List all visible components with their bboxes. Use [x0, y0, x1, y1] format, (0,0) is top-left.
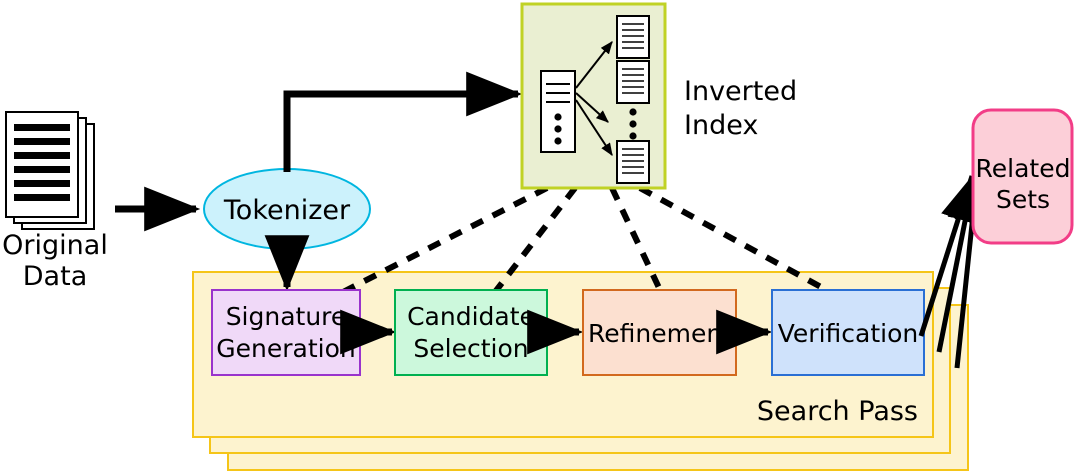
refinement-label: Refinement [588, 319, 732, 348]
tokenizer-node[interactable]: Tokenizer [203, 168, 371, 250]
index-to-stages-dashed-edges [341, 185, 832, 295]
related-sets-node[interactable]: Related Sets [971, 108, 1074, 245]
inverted-index-group[interactable]: Inverted Index [520, 2, 797, 190]
signature-generation-node[interactable]: Signature Generation [211, 289, 361, 376]
verification-label: Verification [778, 319, 918, 348]
search-pass-label: Search Pass [757, 396, 918, 427]
original-data-label-line2: Data [23, 261, 87, 292]
index-document-icon-bottom [616, 140, 650, 184]
signature-generation-box[interactable] [211, 289, 361, 376]
dashed-edge-verification [638, 185, 832, 295]
signature-generation-label-line1: Signature [226, 302, 347, 331]
candidate-selection-box[interactable] [394, 289, 548, 376]
index-document-icon-top [616, 15, 650, 59]
verification-box[interactable] [771, 289, 925, 376]
signature-generation-label-line2: Generation [216, 334, 355, 363]
tokenizer-label: Tokenizer [223, 195, 351, 226]
index-arrow-to-bottom [575, 99, 613, 157]
index-internal-arrows [575, 41, 613, 157]
related-sets-label-line2: Sets [996, 185, 1050, 214]
index-document-ellipsis [629, 108, 637, 140]
index-arrow-to-top [575, 41, 613, 89]
index-arrow-to-middle [575, 92, 609, 123]
document-text-lines [14, 124, 70, 201]
original-data-label-line1: Original [2, 230, 108, 261]
dashed-edge-refinement [609, 186, 664, 294]
verification-node[interactable]: Verification [771, 289, 925, 376]
edge-tokenizer-to-index [283, 71, 523, 172]
candidate-selection-label-line2: Selection [413, 334, 528, 363]
index-document-icon-middle [616, 60, 650, 104]
index-list-icon [540, 70, 576, 153]
candidate-selection-label-line1: Candidate [407, 302, 535, 331]
inverted-index-label-line2: Index [684, 110, 758, 141]
related-sets-box[interactable] [971, 108, 1074, 245]
refinement-box[interactable] [582, 289, 737, 376]
original-data-group: Original Data [2, 111, 108, 292]
related-sets-label-line1: Related [976, 154, 1071, 183]
candidate-selection-node[interactable]: Candidate Selection [394, 289, 548, 376]
refinement-node[interactable]: Refinement [582, 289, 737, 376]
inverted-index-label-line1: Inverted [684, 76, 797, 107]
